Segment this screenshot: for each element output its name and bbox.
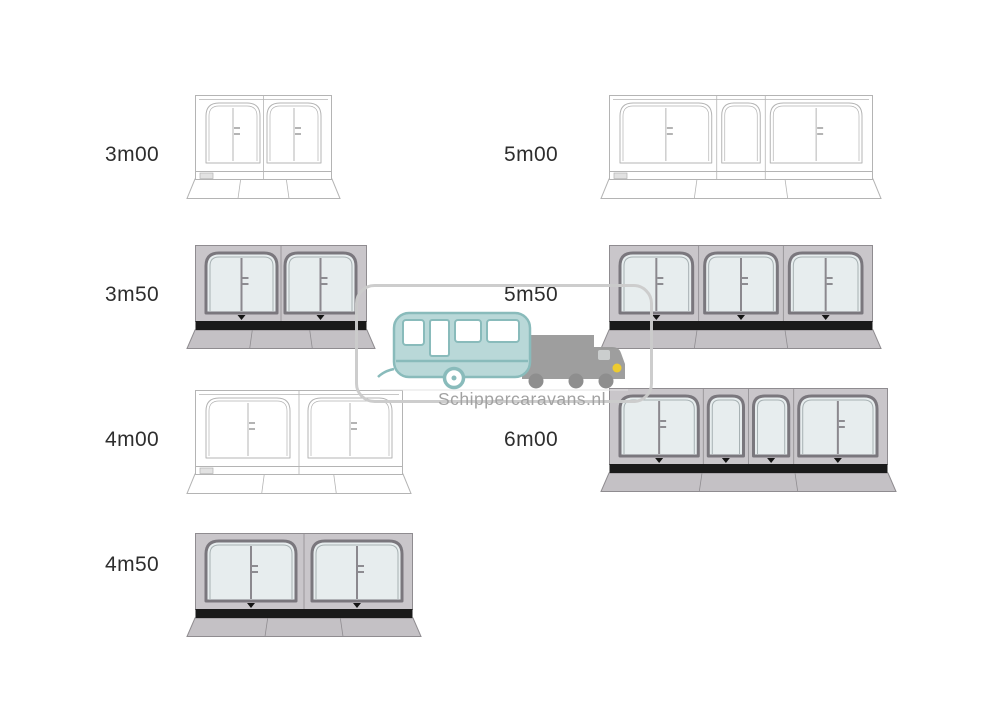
size-label-6m00: 6m00: [504, 428, 559, 451]
awning-drawing-6m00: [600, 388, 897, 492]
caravan-window-icon: [486, 319, 520, 343]
awning-drawing-3m00: [186, 95, 341, 199]
size-label-3m00: 3m00: [105, 143, 160, 166]
size-label-4m50: 4m50: [105, 553, 160, 576]
size-label-4m00: 4m00: [105, 428, 160, 451]
caravan-door-icon: [429, 319, 450, 357]
awning-drawing-4m50: [186, 533, 422, 637]
watermark-text: Schippercaravans.nl: [438, 389, 606, 409]
caravan-wheel-icon: [442, 366, 466, 390]
caravan-window-icon: [454, 319, 482, 343]
truck-wheel-icon: [528, 373, 544, 389]
size-label-3m50: 3m50: [105, 283, 160, 306]
truck-wheel-icon: [598, 373, 614, 389]
truck-wheel-icon: [568, 373, 584, 389]
awning-drawing-3m50: [186, 245, 376, 349]
size-label-5m50: 5m50: [504, 283, 559, 306]
caravan-hitch-icon: [377, 367, 395, 378]
awning-drawing-5m00: [600, 95, 882, 199]
yellow-dot-icon: [612, 363, 622, 373]
caravan-icon: [377, 311, 532, 390]
caravan-window-icon: [402, 319, 425, 346]
size-label-5m00: 5m00: [504, 143, 559, 166]
awning-drawing-5m50: [600, 245, 882, 349]
awning-drawing-4m00: [186, 390, 412, 494]
